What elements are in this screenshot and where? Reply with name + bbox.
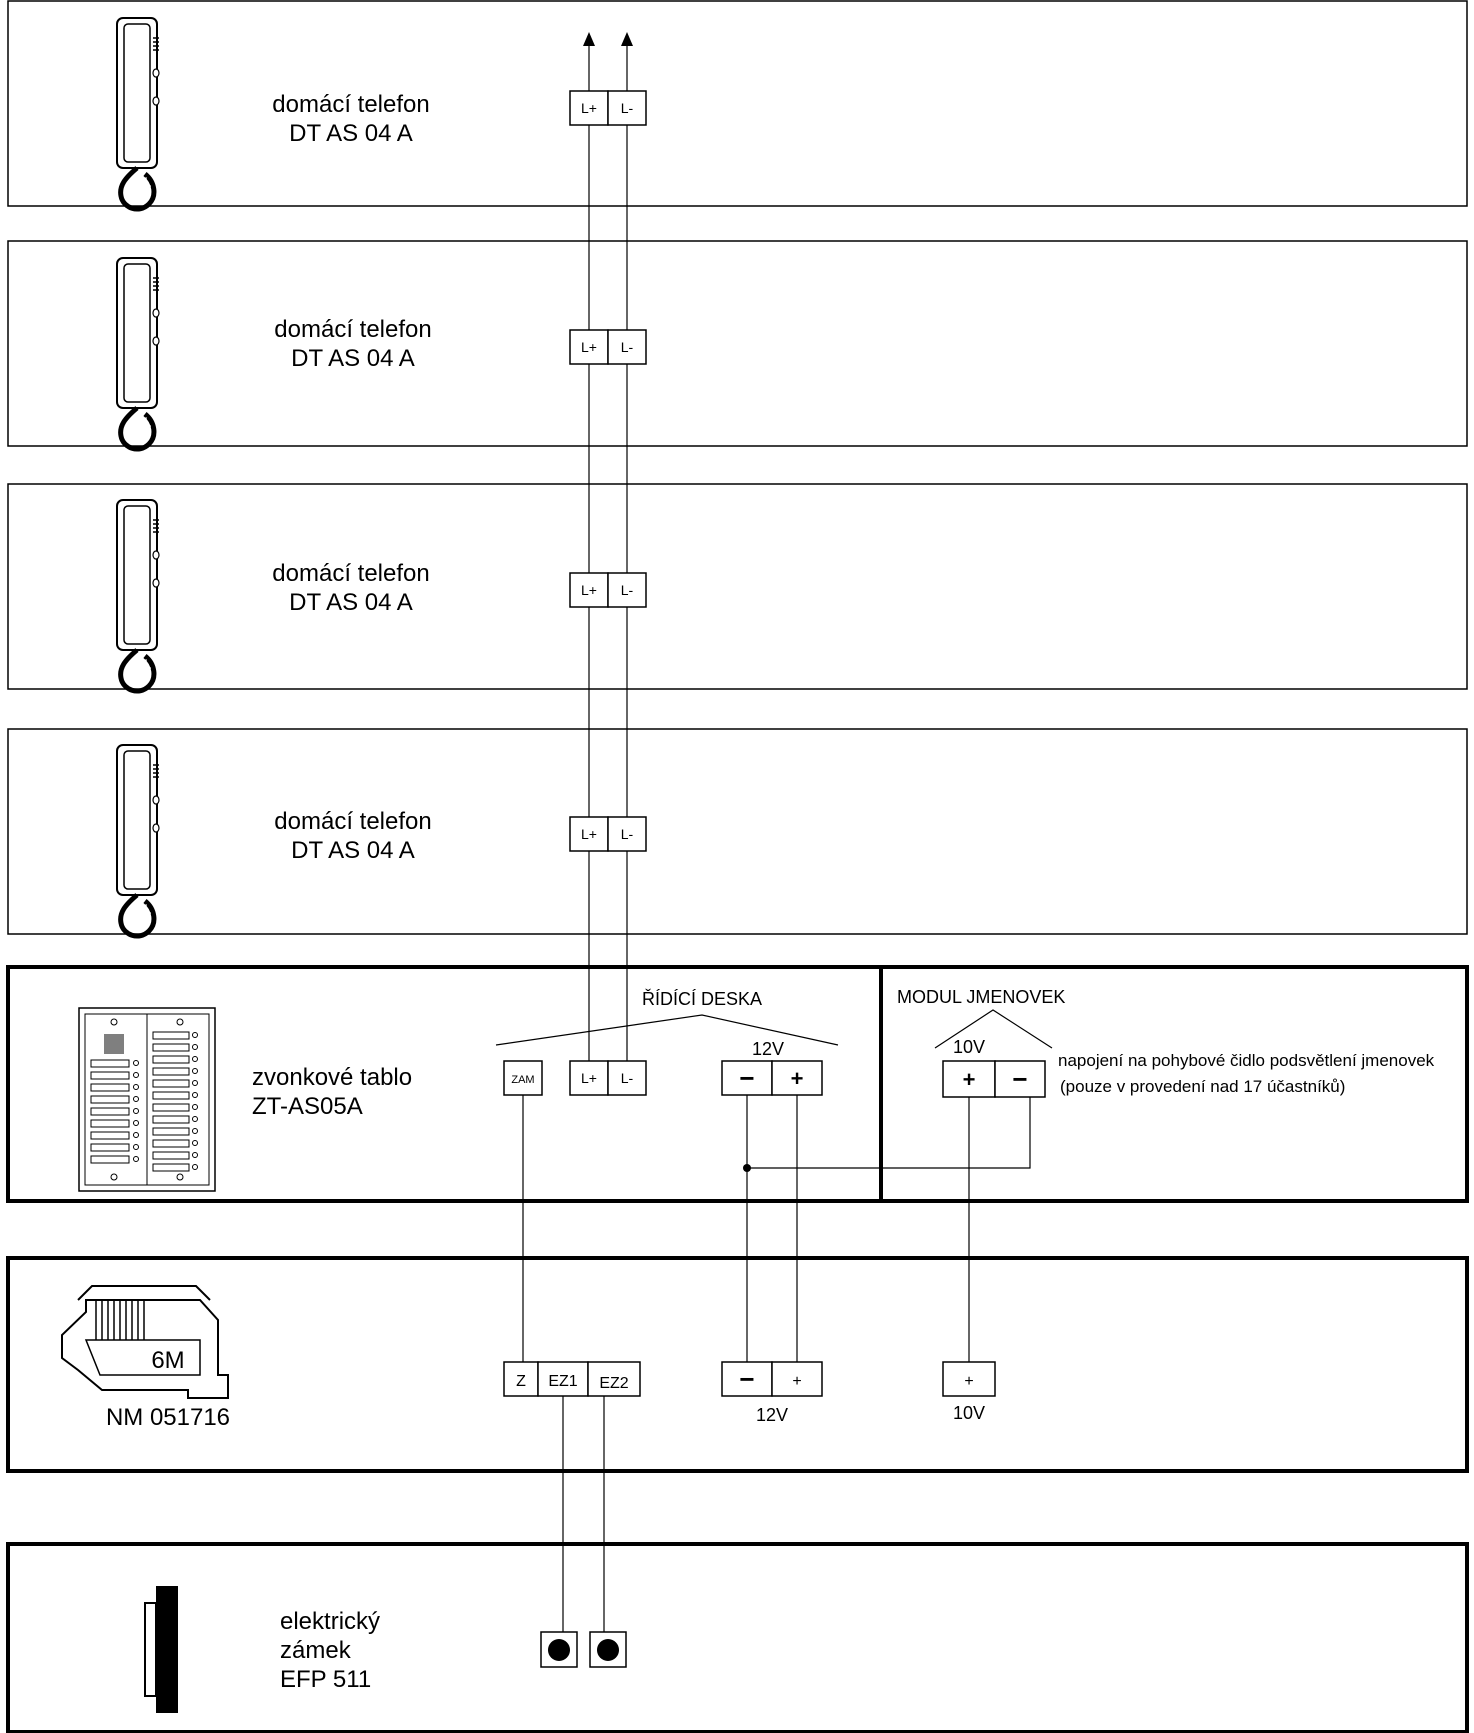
terminal-l-minus: L- <box>621 339 634 355</box>
terminal-12v-minus: − <box>739 1063 754 1093</box>
lock-section: elektrický zámek EFP 511 <box>6 1542 1469 1733</box>
name-module-title: MODUL JMENOVEK <box>897 987 1065 1007</box>
terminal-l-minus: L- <box>621 100 634 116</box>
terminal-psu-minus: − <box>739 1364 754 1394</box>
power-label: NM 051716 <box>106 1404 230 1431</box>
panel-section: zvonkové tablo ZT-AS05A ŘÍDÍCÍ DESKA 12V… <box>6 965 1469 1203</box>
phone-model: DT AS 04 A <box>291 345 415 372</box>
phone-label: domácí telefon <box>272 560 429 587</box>
phone-section-3: domácí telefon DT AS 04 A <box>7 483 1468 691</box>
name-module-bracket <box>934 1009 1053 1049</box>
panel-model: ZT-AS05A <box>252 1093 363 1120</box>
module-mark: 6M <box>151 1347 184 1374</box>
terminal-l-minus: L- <box>621 582 634 598</box>
terminal-l-plus: L+ <box>581 582 597 598</box>
name-module-note: napojení na pohybové čidlo podsvětlení j… <box>1058 1051 1435 1070</box>
terminal-l-plus: L+ <box>581 339 597 355</box>
terminal-z: Z <box>516 1373 526 1390</box>
terminal-10v-minus: − <box>1012 1064 1027 1094</box>
lock-model: EFP 511 <box>280 1666 371 1693</box>
psu-voltage-10: 10V <box>953 1403 985 1423</box>
terminal-psu-plus10: + <box>964 1373 973 1390</box>
phone-label: domácí telefon <box>274 316 431 343</box>
board-bracket <box>495 1014 839 1046</box>
panel-label: zvonkové tablo <box>252 1064 412 1091</box>
lock-label-1: elektrický <box>280 1608 380 1635</box>
terminal-l-plus: L+ <box>581 100 597 116</box>
connection-wires <box>522 1095 1031 1632</box>
phone-section-4: domácí telefon DT AS 04 A <box>7 728 1468 936</box>
phone-label: domácí telefon <box>272 91 429 118</box>
power-section: 6M NM 051716 Z EZ1 EZ2 − + 12V + 10V <box>6 1256 1469 1473</box>
name-module-note-2: (pouze v provedení nad 17 účastníků) <box>1060 1077 1345 1096</box>
phone-model: DT AS 04 A <box>291 837 415 864</box>
lock-contact-2 <box>597 1639 619 1661</box>
phone-terminals-2: L+ L- <box>569 329 647 365</box>
terminal-10v-plus: + <box>963 1067 976 1092</box>
phone-terminals-4: L+ L- <box>569 816 647 852</box>
terminal-psu-plus: + <box>792 1373 801 1390</box>
terminal-ez1: EZ1 <box>548 1373 577 1390</box>
terminal-zam: ZAM <box>511 1074 534 1086</box>
board-voltage: 12V <box>752 1039 784 1059</box>
lock-contact-1 <box>548 1639 570 1661</box>
terminal-l-plus: L+ <box>581 826 597 842</box>
arrow-up-icon <box>621 32 633 46</box>
terminal-12v-plus: + <box>791 1066 804 1091</box>
phone-terminals-3: L+ L- <box>569 572 647 608</box>
doorbell-panel-icon <box>78 1007 216 1192</box>
psu-voltage-12: 12V <box>756 1405 788 1425</box>
din-module-icon <box>61 1285 229 1399</box>
phone-model: DT AS 04 A <box>289 120 413 147</box>
phone-section-2: domácí telefon DT AS 04 A <box>7 240 1468 449</box>
name-module-voltage: 10V <box>953 1037 985 1057</box>
phone-wires <box>583 32 633 1061</box>
arrow-up-icon <box>583 32 595 46</box>
terminal-ez2: EZ2 <box>599 1375 628 1392</box>
terminal-l-plus: L+ <box>581 1070 597 1086</box>
phone-terminals-1: L+ L- <box>569 90 647 126</box>
phone-model: DT AS 04 A <box>289 589 413 616</box>
phone-section-1: domácí telefon DT AS 04 A <box>7 0 1468 209</box>
board-title: ŘÍDÍCÍ DESKA <box>642 989 762 1009</box>
lock-icon <box>144 1586 178 1713</box>
lock-label-2: zámek <box>280 1637 352 1664</box>
terminal-l-minus: L- <box>621 826 634 842</box>
terminal-l-minus: L- <box>621 1070 634 1086</box>
phone-label: domácí telefon <box>274 808 431 835</box>
